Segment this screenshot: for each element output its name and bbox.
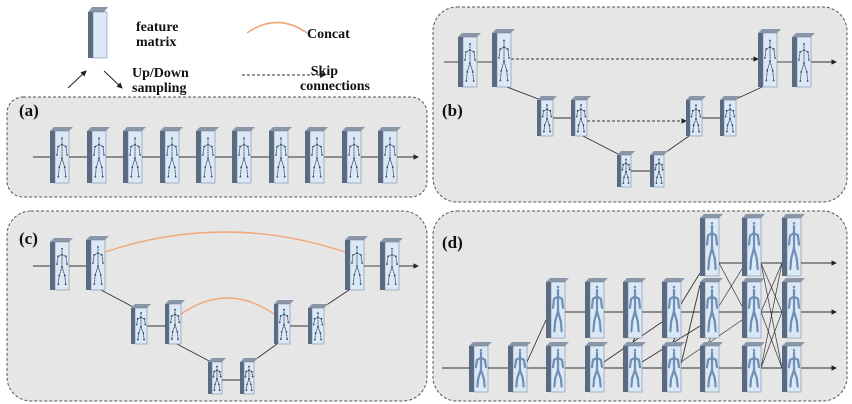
panel-d-fusion-line	[760, 311, 783, 369]
panel-d-block-row1	[742, 342, 765, 393]
panel-c-block	[240, 358, 258, 395]
panel-c-concat-arc	[104, 231, 346, 253]
panel-b-block	[571, 96, 591, 137]
legend-up-down-line2: sampling	[132, 81, 187, 96]
panel-a-block	[123, 127, 146, 184]
panel-b-down-line	[506, 86, 542, 101]
panel-d-block-row2	[585, 278, 608, 339]
connection-lines	[33, 56, 837, 381]
legend-skip-line1: Skip	[310, 64, 338, 79]
legend-up-down-line1: Up/Down	[132, 66, 189, 81]
panel-c-block	[308, 304, 328, 345]
panel-d-fusion-line	[760, 262, 783, 369]
panel-d-block-row2	[546, 278, 569, 339]
panel-d-block-row2	[662, 278, 685, 339]
legend-feature-line2: matrix	[136, 35, 177, 50]
panel-c-block	[50, 238, 73, 291]
panel-a-block	[342, 127, 365, 184]
panel-c-block	[86, 236, 109, 291]
panel-c-block	[380, 238, 403, 291]
panel-d-block-row2	[782, 278, 805, 339]
panel-d-block-row1	[469, 342, 492, 393]
panel-d-block-row1	[508, 342, 531, 393]
panel-a-block	[196, 127, 219, 184]
panel-b-block	[686, 96, 706, 137]
panel-d-fusion-line	[680, 319, 743, 363]
panel-d-block-row1	[623, 342, 646, 393]
panel-c-block	[345, 236, 368, 291]
panel-d-block-row1	[662, 342, 685, 393]
legend-skip-label: Skip connections	[282, 64, 370, 94]
panel-d-block-row1	[546, 342, 569, 393]
panel-b-block	[650, 151, 668, 188]
legend-skip-line2: connections	[300, 79, 370, 94]
panel-d-fusion-line	[760, 262, 783, 313]
panel-d-cross-line	[680, 272, 701, 305]
panel-d-block-row3	[700, 214, 723, 277]
legend-concat-label: Concat	[307, 27, 350, 42]
panel-b-block	[758, 29, 781, 88]
legend-concat-arc	[246, 21, 308, 34]
panel-b-block	[792, 33, 815, 88]
panel-a-block	[232, 127, 255, 184]
panel-b-label: (b)	[442, 101, 463, 120]
panel-b-block	[537, 96, 557, 137]
panel-c-down-line	[176, 343, 212, 363]
legend-feature-line1: feature	[136, 20, 179, 35]
panel-c-concat-arc	[180, 297, 275, 315]
panel-c-label: (c)	[19, 229, 38, 248]
legend-up-down-label: Up/Down sampling	[132, 66, 189, 96]
panel-b-block	[617, 151, 635, 188]
panel-d-cross-line	[680, 284, 701, 365]
panel-c-block	[208, 358, 226, 395]
legend-block-icon	[88, 7, 108, 59]
panel-d-block-row2	[742, 278, 765, 339]
panel-a-background	[6, 96, 428, 198]
panel-a-block	[160, 127, 183, 184]
feature-blocks	[50, 29, 815, 395]
panel-c-background	[6, 210, 428, 402]
panel-d-block-row1	[585, 342, 608, 393]
panel-c-block	[165, 300, 185, 345]
panel-d-fusion-line	[718, 268, 743, 307]
panel-b-up-line	[733, 86, 763, 101]
panel-c-block	[131, 304, 151, 345]
panel-d-cross-line	[526, 319, 547, 363]
panel-d-block-row2	[700, 278, 723, 339]
panel-b-block	[720, 96, 740, 137]
panel-d-block-row1	[700, 342, 723, 393]
panel-d-label: (d)	[442, 233, 463, 252]
panel-b-block	[492, 29, 515, 88]
legend-up-arrow	[67, 70, 87, 89]
panel-b-background	[432, 6, 848, 203]
panel-a-label: (a)	[19, 101, 39, 120]
panel-d-block-row3	[742, 214, 765, 277]
panel-a-block	[50, 127, 73, 184]
legend-down-arrow	[103, 70, 123, 89]
panel-b-block	[458, 33, 481, 88]
legend-feature-matrix-label: feature matrix	[136, 20, 179, 50]
panel-d-block-row1	[782, 342, 805, 393]
panel-c-block	[274, 300, 294, 345]
panel-d-block-row3	[782, 214, 805, 277]
panel-c-down-line	[100, 289, 136, 309]
panel-a-block	[87, 127, 110, 184]
panel-a-block	[305, 127, 328, 184]
panel-d-block-row2	[623, 278, 646, 339]
panel-d-fusion-line	[718, 262, 743, 307]
panel-b-down-line	[582, 135, 621, 156]
panel-a-block	[269, 127, 292, 184]
panel-a-block	[378, 127, 401, 184]
